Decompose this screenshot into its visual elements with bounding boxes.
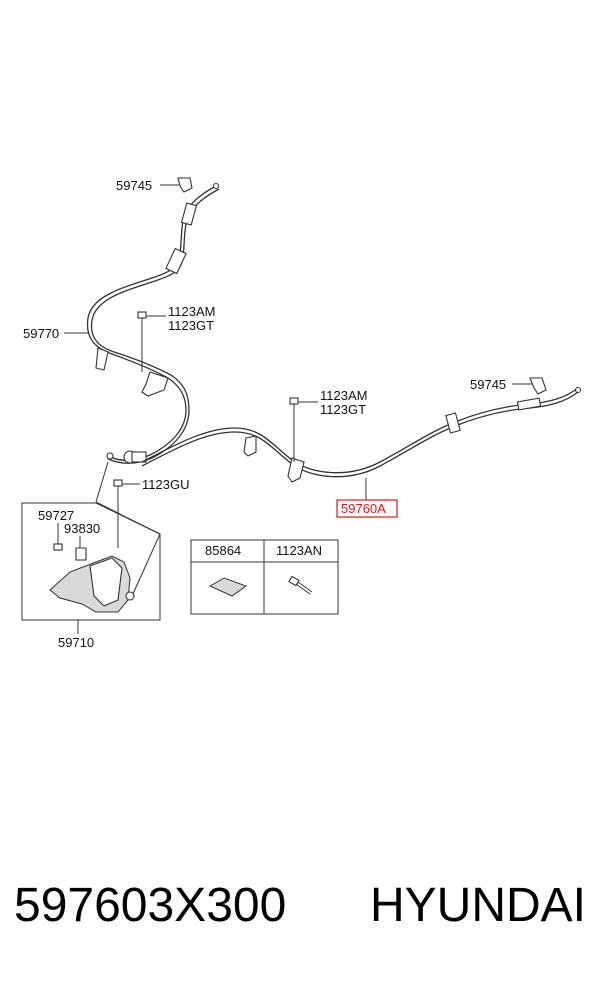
footer: 597603X300 HYUNDAI (14, 878, 586, 948)
lever-assembly: 59727 93830 59710 (21, 502, 161, 650)
svg-text:1123GT: 1123GT (320, 402, 366, 417)
svg-text:1123AM: 1123AM (320, 388, 367, 403)
svg-text:1123GT: 1123GT (168, 318, 214, 333)
clip-top: 59745 (116, 177, 193, 193)
table-header-2: 1123AN (276, 543, 322, 558)
pad-icon (208, 577, 248, 597)
parts-table: 85864 1123AN (190, 539, 339, 615)
svg-text:59727: 59727 (38, 508, 74, 523)
rear-cable-label: 59760A (336, 478, 398, 518)
parts-diagram: 59745 59745 59770 1123AM 1123GT 1123AM 1… (21, 177, 582, 650)
svg-text:1123GU: 1123GU (142, 477, 189, 492)
svg-text:59710: 59710 (58, 635, 94, 650)
svg-text:59745: 59745 (470, 377, 506, 392)
svg-text:93830: 93830 (64, 521, 100, 536)
svg-text:59760A: 59760A (341, 501, 386, 516)
part-number: 597603X300 (14, 879, 287, 932)
bolt-icon (288, 575, 313, 595)
highlight-box (336, 499, 398, 518)
brand-name: HYUNDAI (369, 879, 586, 932)
front-cable-label: 59770 (23, 326, 88, 341)
table-header-1: 85864 (205, 543, 241, 558)
bolt-mid: 1123AM 1123GT (289, 388, 367, 462)
svg-text:59745: 59745 (116, 178, 152, 193)
bolt-top: 1123AM 1123GT (137, 304, 215, 372)
front-cable (86, 182, 220, 465)
rear-cable (141, 386, 582, 483)
svg-text:59770: 59770 (23, 326, 59, 341)
bolt-lever: 1123GU (113, 477, 189, 548)
clip-right: 59745 (470, 377, 547, 395)
svg-text:1123AM: 1123AM (168, 304, 215, 319)
